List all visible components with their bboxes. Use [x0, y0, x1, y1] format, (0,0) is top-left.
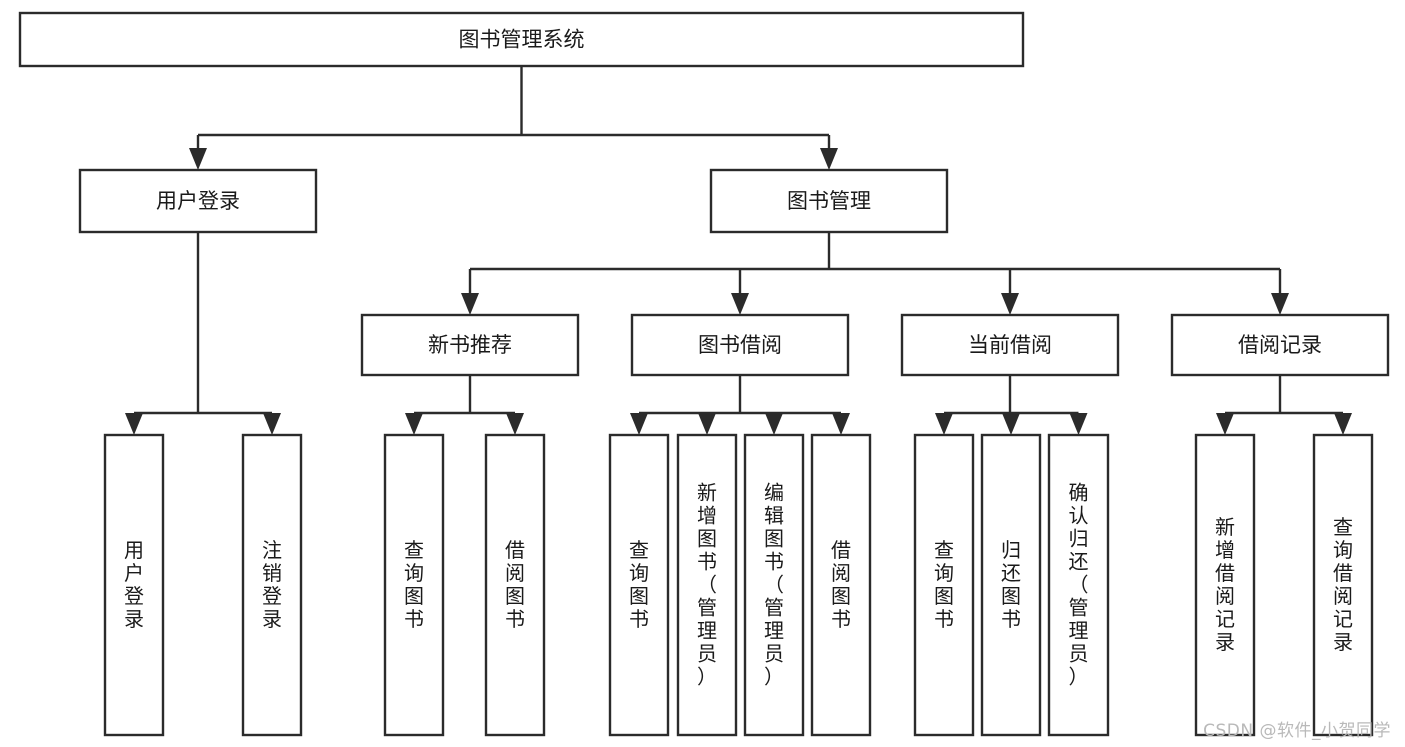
arrow-head-icon [263, 413, 281, 435]
node-label: 借阅图书 [831, 538, 851, 631]
arrow-head-icon [832, 413, 850, 435]
arrow-head-icon [1216, 413, 1234, 435]
node-level2-用户登录-0[interactable]: 用户登录 [78, 168, 318, 234]
arrow-head-icon [125, 413, 143, 435]
arrow-head-icon [189, 148, 207, 170]
leaf-注销登录-1[interactable]: 注销登录 [241, 433, 303, 737]
arrow-head-icon [506, 413, 524, 435]
node-label: 当前借阅 [968, 333, 1052, 357]
node-level3-图书借阅-1[interactable]: 图书借阅 [630, 313, 850, 377]
leaf-借阅图书-0-1[interactable]: 借阅图书 [484, 433, 546, 737]
arrow-head-icon [765, 413, 783, 435]
leaf-查询图书-0-0[interactable]: 查询图书 [383, 433, 445, 737]
leaf-查询图书-1-0[interactable]: 查询图书 [608, 433, 670, 737]
node-label: 查询图书 [404, 538, 424, 631]
node-label: 借阅记录 [1238, 333, 1322, 357]
node-layer: 图书管理系统用户登录图书管理用户登录注销登录新书推荐查询图书借阅图书图书借阅查询… [18, 11, 1390, 737]
arrow-head-icon [461, 293, 479, 315]
node-label: 归还图书 [1001, 538, 1021, 631]
node-label: 查询借阅记录 [1333, 515, 1353, 654]
connector-layer [125, 66, 1352, 435]
leaf-查询借阅记录-3-1[interactable]: 查询借阅记录 [1312, 433, 1374, 737]
arrow-head-icon [630, 413, 648, 435]
leaf-借阅图书-1-3[interactable]: 借阅图书 [810, 433, 872, 737]
leaf-确认归还管理员-2-2[interactable]: 确认归还（管理员） [1047, 433, 1110, 737]
leaf-新增借阅记录-3-0[interactable]: 新增借阅记录 [1194, 433, 1256, 737]
arrow-head-icon [405, 413, 423, 435]
node-label: 注销登录 [262, 538, 282, 631]
node-level3-新书推荐-0[interactable]: 新书推荐 [360, 313, 580, 377]
arrow-head-icon [1069, 413, 1088, 435]
leaf-查询图书-2-0[interactable]: 查询图书 [913, 433, 975, 737]
node-label: 图书借阅 [698, 333, 782, 357]
node-label: 新增借阅记录 [1215, 515, 1235, 654]
node-label: 编辑图书（管理员） [764, 481, 784, 689]
node-label: 查询图书 [629, 538, 649, 631]
arrow-head-icon [820, 148, 838, 170]
node-label: 用户登录 [124, 538, 144, 631]
arrow-head-icon [698, 413, 716, 435]
arrow-head-icon [731, 293, 749, 315]
node-label: 确认归还（管理员） [1069, 481, 1089, 689]
node-label: 查询图书 [934, 538, 954, 631]
node-level3-借阅记录-3[interactable]: 借阅记录 [1170, 313, 1390, 377]
node-label: 借阅图书 [505, 538, 525, 631]
arrow-head-icon [1002, 413, 1020, 435]
arrow-head-icon [935, 413, 953, 435]
leaf-归还图书-2-1[interactable]: 归还图书 [980, 433, 1042, 737]
leaf-新增图书管理员-1-1[interactable]: 新增图书（管理员） [676, 433, 738, 737]
node-root[interactable]: 图书管理系统 [18, 11, 1025, 68]
arrow-head-icon [1334, 413, 1352, 435]
arrow-head-icon [1271, 293, 1289, 315]
leaf-用户登录-0[interactable]: 用户登录 [103, 433, 165, 737]
node-level2-图书管理-1[interactable]: 图书管理 [709, 168, 949, 234]
arrow-head-icon [1001, 293, 1019, 315]
node-label: 新增图书（管理员） [697, 481, 717, 689]
node-label: 用户登录 [156, 189, 240, 213]
node-label: 图书管理系统 [459, 28, 585, 52]
node-label: 图书管理 [787, 189, 871, 213]
node-label: 新书推荐 [428, 333, 512, 357]
leaf-编辑图书管理员-1-2[interactable]: 编辑图书（管理员） [743, 433, 805, 737]
node-level3-当前借阅-2[interactable]: 当前借阅 [900, 313, 1120, 377]
